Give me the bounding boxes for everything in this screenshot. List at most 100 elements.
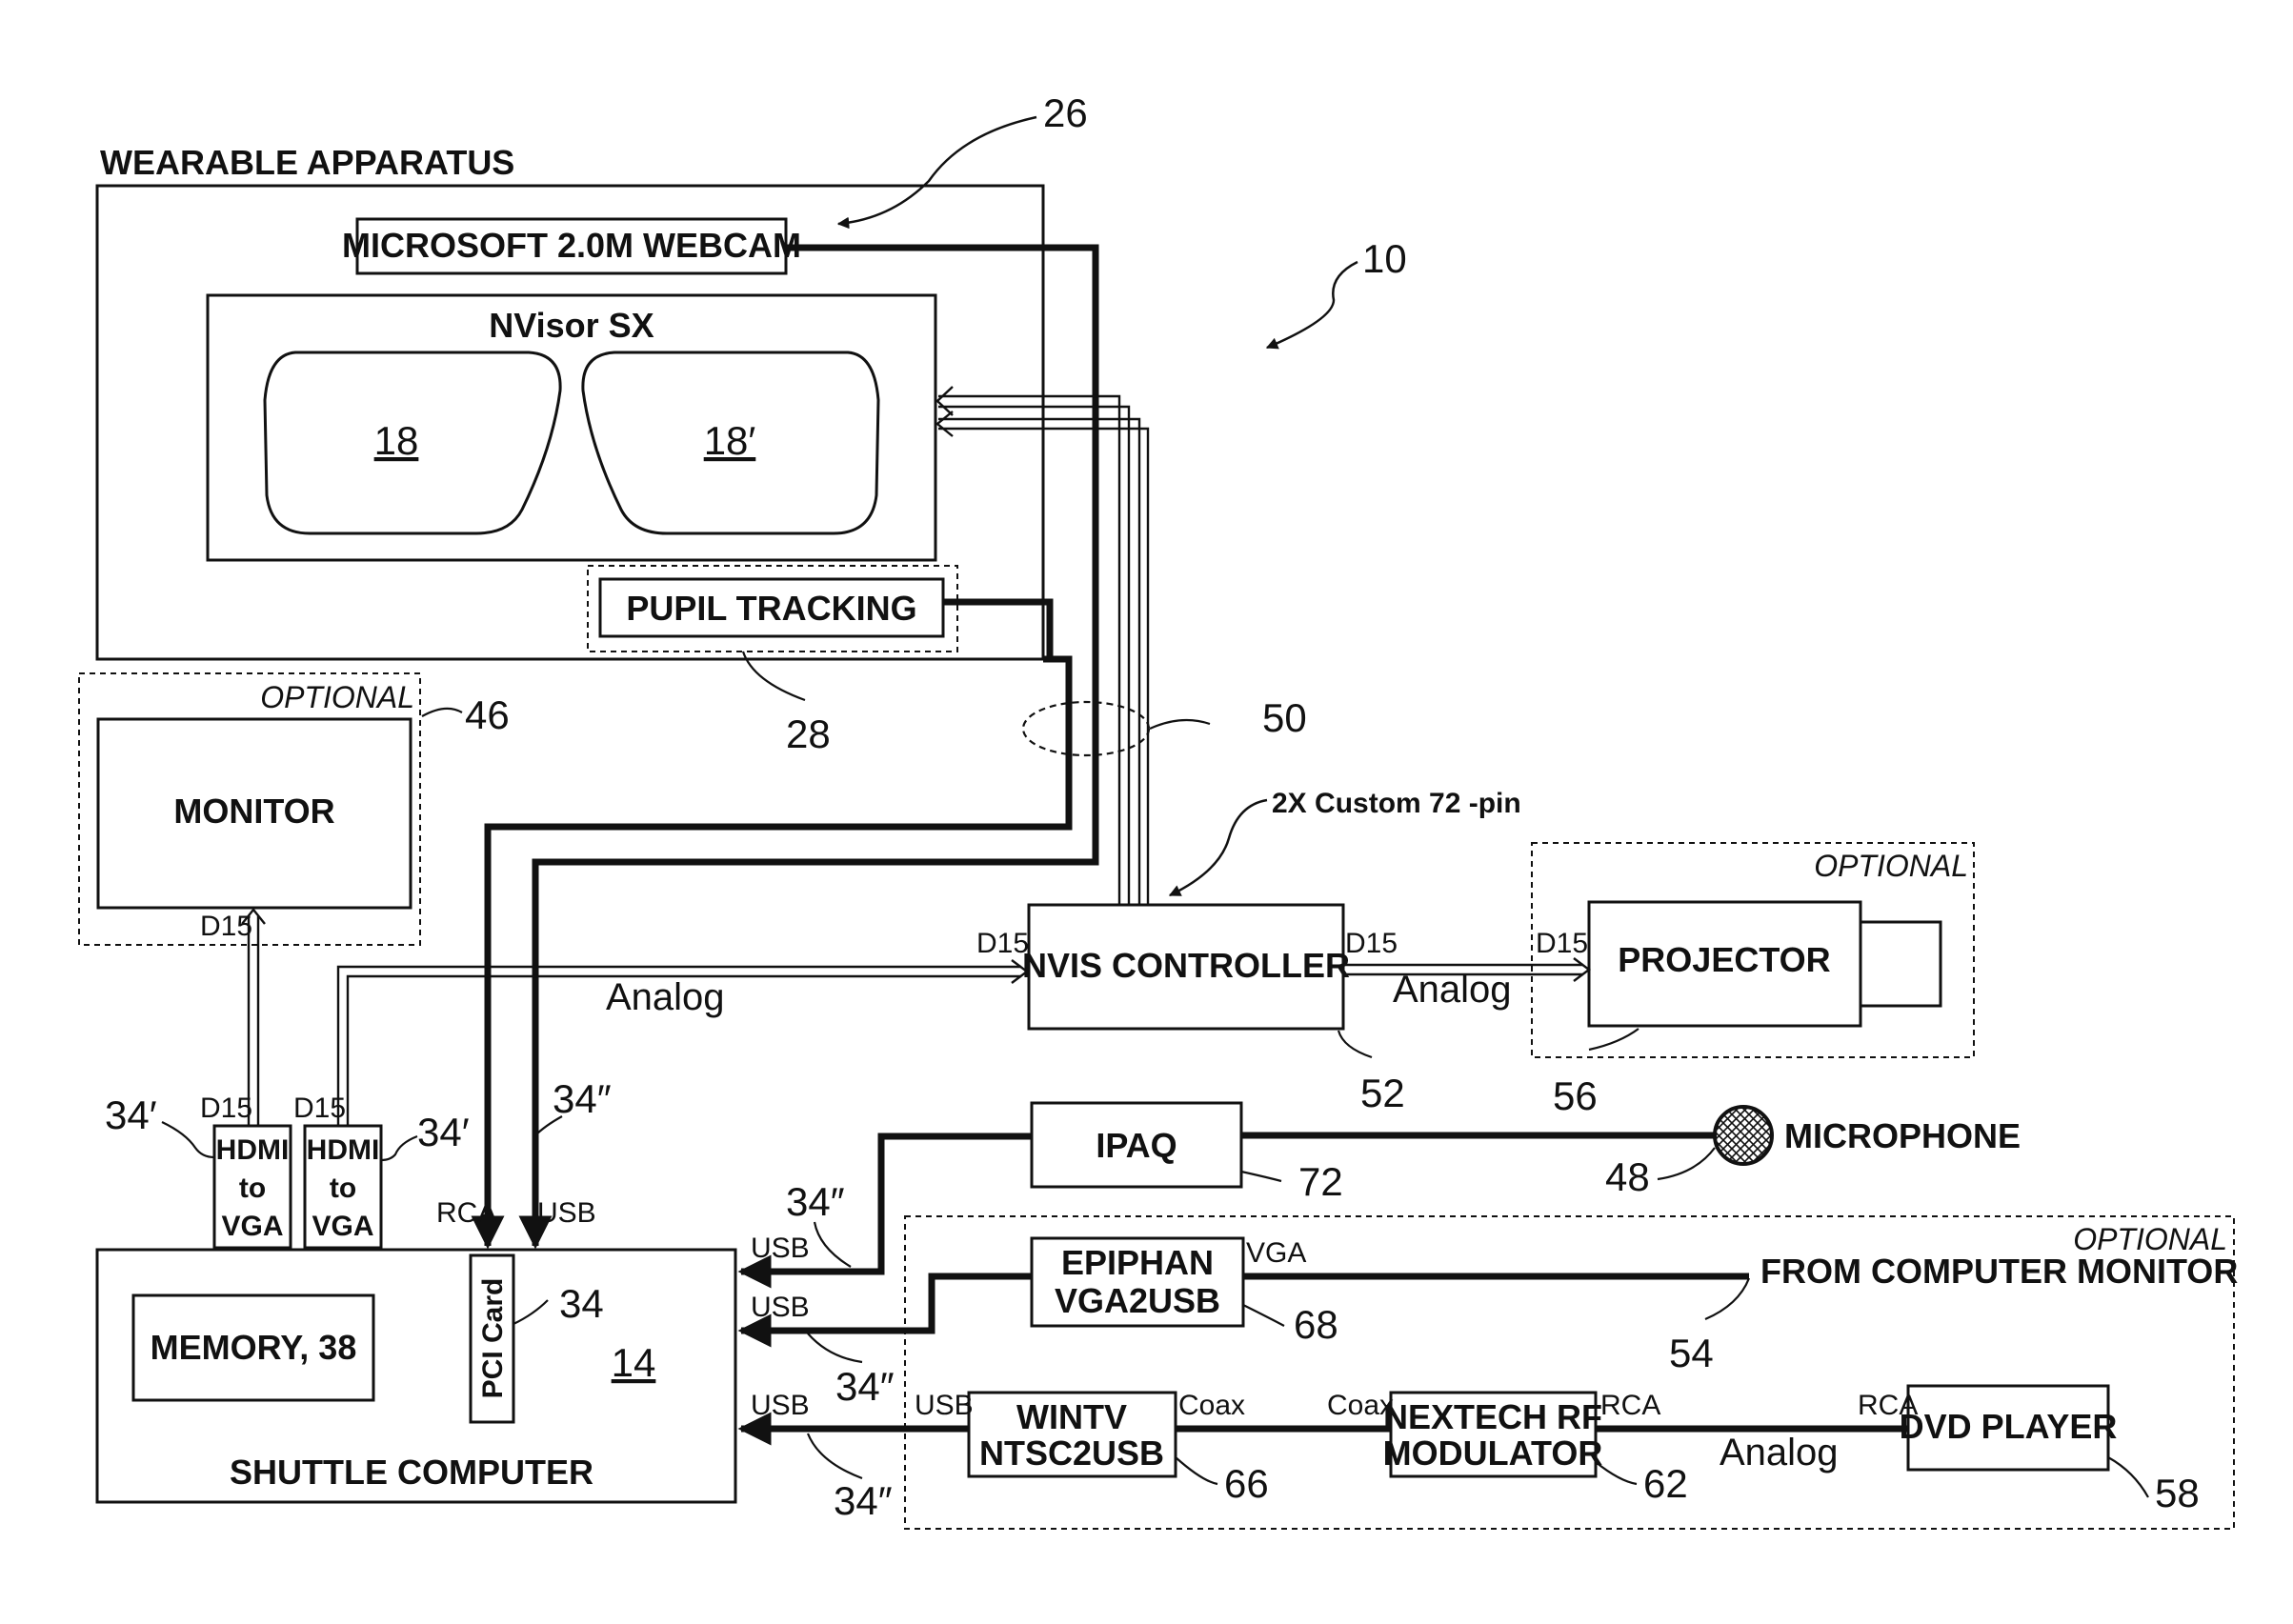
- epiphan-line1: EPIPHAN: [1061, 1243, 1214, 1282]
- dvd-player-label: DVD PLAYER: [1900, 1407, 2118, 1446]
- ref-72-leader: [1241, 1172, 1281, 1181]
- signal-usb-pci: USB: [537, 1197, 596, 1229]
- ref-10: 10: [1362, 236, 1407, 281]
- signal-d15-hdmi2: D15: [293, 1093, 346, 1124]
- signal-usb-wintv: USB: [751, 1390, 810, 1421]
- ref-48-leader: [1658, 1148, 1715, 1179]
- signal-d15-hdmi1: D15: [200, 1093, 252, 1124]
- computer-ref-14: 14: [612, 1340, 656, 1385]
- monitor-optional-label: OPTIONAL: [260, 680, 414, 714]
- ref-26-arrow: [838, 117, 1036, 224]
- ref-50: 50: [1262, 695, 1307, 740]
- microphone-icon: [1715, 1107, 1772, 1164]
- ref-68-leader: [1243, 1305, 1284, 1326]
- signal-analog-nvis-projector: Analog: [1393, 969, 1512, 1011]
- wintv-line2: NTSC2USB: [979, 1434, 1164, 1473]
- signal-d15-monitor: D15: [200, 911, 252, 942]
- signal-usb-wintv-port: USB: [915, 1390, 974, 1421]
- eyepiece-right-ref: 18′: [704, 418, 756, 463]
- monitor-label: MONITOR: [173, 792, 334, 831]
- pci-card-label: PCI Card: [477, 1278, 509, 1399]
- hdmi-vga-2-line1: HDMI: [307, 1134, 380, 1166]
- ref-56-leader: [1589, 1029, 1639, 1050]
- signal-usb-epiphan: USB: [751, 1292, 810, 1323]
- ref-34-dblprime-1-leader: [815, 1222, 851, 1267]
- signal-d15-nvis-in: D15: [976, 928, 1029, 959]
- projector-lens: [1861, 922, 1941, 1006]
- ref-46-leader: [422, 709, 462, 716]
- pupil-tracking-label: PUPIL TRACKING: [626, 589, 916, 628]
- ref-66: 66: [1224, 1461, 1269, 1506]
- signal-rca-pci: RCA: [436, 1197, 496, 1229]
- signal-d15-projector: D15: [1536, 928, 1588, 959]
- webcam-label: MICROSOFT 2.0M WEBCAM: [342, 226, 801, 265]
- signal-rca-dvd: RCA: [1858, 1390, 1918, 1421]
- ref-52: 52: [1360, 1071, 1405, 1115]
- signal-coax-nextech: Coax: [1327, 1390, 1394, 1421]
- ref-68: 68: [1294, 1302, 1338, 1347]
- signal-d15-nvis-out: D15: [1345, 928, 1398, 959]
- signal-analog-hdmi-nvis: Analog: [606, 976, 725, 1018]
- from-computer-monitor-label: FROM COMPUTER MONITOR: [1760, 1252, 2238, 1291]
- nvis-controller-label: NVIS CONTROLLER: [1022, 946, 1350, 985]
- wintv-line1: WINTV: [1016, 1397, 1127, 1436]
- signal-analog-dvd: Analog: [1720, 1432, 1839, 1474]
- shuttle-computer-label: SHUTTLE COMPUTER: [230, 1453, 593, 1492]
- ref-34-dblprime-top: 34″: [553, 1076, 612, 1121]
- hdmi-vga-1-line2: to: [239, 1173, 266, 1204]
- custom-72pin-arrowhead-1: [937, 387, 953, 415]
- ref-48: 48: [1605, 1154, 1650, 1199]
- ref-52-leader: [1338, 1031, 1372, 1057]
- hdmi-vga-1-line1: HDMI: [216, 1134, 290, 1166]
- ref-28: 28: [786, 712, 831, 756]
- signal-coax-wintv: Coax: [1178, 1390, 1245, 1421]
- ref-34-dblprime-3-leader: [808, 1434, 862, 1478]
- memory-label: MEMORY, 38: [151, 1328, 357, 1367]
- ipaq-label: IPAQ: [1096, 1126, 1177, 1165]
- ref-46: 46: [465, 692, 510, 737]
- ref-54: 54: [1669, 1331, 1714, 1375]
- eyepiece-left-ref: 18: [374, 418, 419, 463]
- custom-pin-label: 2X Custom 72 -pin: [1272, 788, 1521, 819]
- ref-10-arrow: [1267, 262, 1358, 348]
- projector-label: PROJECTOR: [1618, 940, 1830, 979]
- pupil-tracking-cable: [943, 602, 1050, 659]
- ref-34-prime-right: 34′: [417, 1110, 470, 1154]
- ref-54-leader: [1705, 1278, 1749, 1319]
- ref-26: 26: [1043, 90, 1088, 135]
- ref-62: 62: [1643, 1461, 1688, 1506]
- microphone-label: MICROPHONE: [1784, 1116, 2021, 1155]
- signal-usb-ipaq: USB: [751, 1233, 810, 1264]
- hdmi-vga-2-line2: to: [330, 1173, 356, 1204]
- ref-58-leader: [2108, 1457, 2148, 1497]
- ref-34-dblprime-2: 34″: [835, 1364, 895, 1409]
- ref-34-dblprime-2-leader: [808, 1333, 862, 1362]
- hdmi-vga-2-line3: VGA: [312, 1211, 373, 1242]
- signal-vga-epiphan: VGA: [1246, 1237, 1306, 1269]
- wearable-apparatus-label: WEARABLE APPARATUS: [100, 143, 514, 182]
- signal-rca-nextech: RCA: [1600, 1390, 1660, 1421]
- ref-58: 58: [2155, 1471, 2200, 1515]
- ref-34-prime-left-leader: [162, 1122, 214, 1157]
- custom-72pin-arrowhead-2: [937, 411, 953, 436]
- ref-34-dblprime-3: 34″: [834, 1478, 893, 1523]
- ref-34-dblprime-1: 34″: [786, 1179, 845, 1224]
- nvisor-label: NVisor SX: [489, 306, 654, 345]
- ref-34-dblprime-top-leader: [535, 1116, 562, 1135]
- ref-34-prime-right-leader: [381, 1136, 417, 1160]
- ref-34-prime-left: 34′: [105, 1093, 157, 1137]
- ref-56: 56: [1553, 1073, 1598, 1118]
- ref-34: 34: [559, 1281, 604, 1326]
- hdmi-vga-1-line3: VGA: [221, 1211, 283, 1242]
- custom-pin-arrow: [1170, 800, 1267, 895]
- projector-optional-label: OPTIONAL: [1814, 849, 1968, 883]
- ref-50-leader: [1150, 720, 1210, 729]
- epiphan-line2: VGA2USB: [1055, 1281, 1220, 1320]
- ref-72: 72: [1298, 1159, 1343, 1204]
- ref-34-leader: [513, 1300, 548, 1324]
- ref-66-leader: [1176, 1457, 1217, 1484]
- nvis-to-projector-arrowhead: [1574, 958, 1589, 981]
- nextech-line1: NEXTECH RF: [1383, 1397, 1602, 1436]
- nextech-line2: MODULATOR: [1383, 1434, 1603, 1473]
